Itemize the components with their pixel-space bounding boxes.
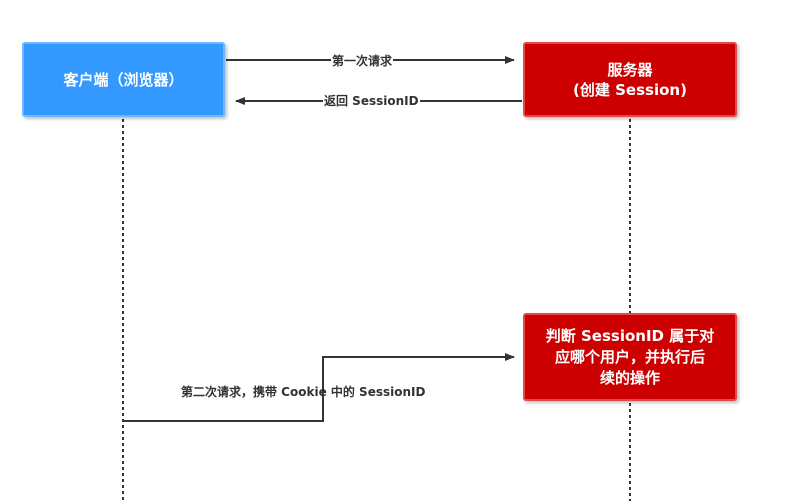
judge-box-line-2: 应哪个用户，并执行后 — [554, 347, 705, 366]
first-request-label: 第一次请求 — [331, 54, 394, 68]
second-request-label: 第二次请求，携带 Cookie 中的 SessionID — [181, 385, 426, 399]
second-request-arrow — [123, 353, 515, 422]
client-box-label: 客户端（浏览器） — [63, 70, 184, 89]
judge-box-line-1: 判断 SessionID 属于对 — [545, 326, 715, 345]
server-box-subtitle: (创建 Session) — [573, 80, 687, 99]
server-box: 服务器 (创建 Session) — [523, 42, 737, 117]
client-box: 客户端（浏览器） — [22, 42, 225, 117]
judge-session-box: 判断 SessionID 属于对 应哪个用户，并执行后 续的操作 — [523, 313, 737, 401]
server-box-title: 服务器 — [607, 60, 653, 79]
judge-box-line-3: 续的操作 — [599, 368, 660, 387]
return-session-label: 返回 SessionID — [323, 94, 420, 108]
